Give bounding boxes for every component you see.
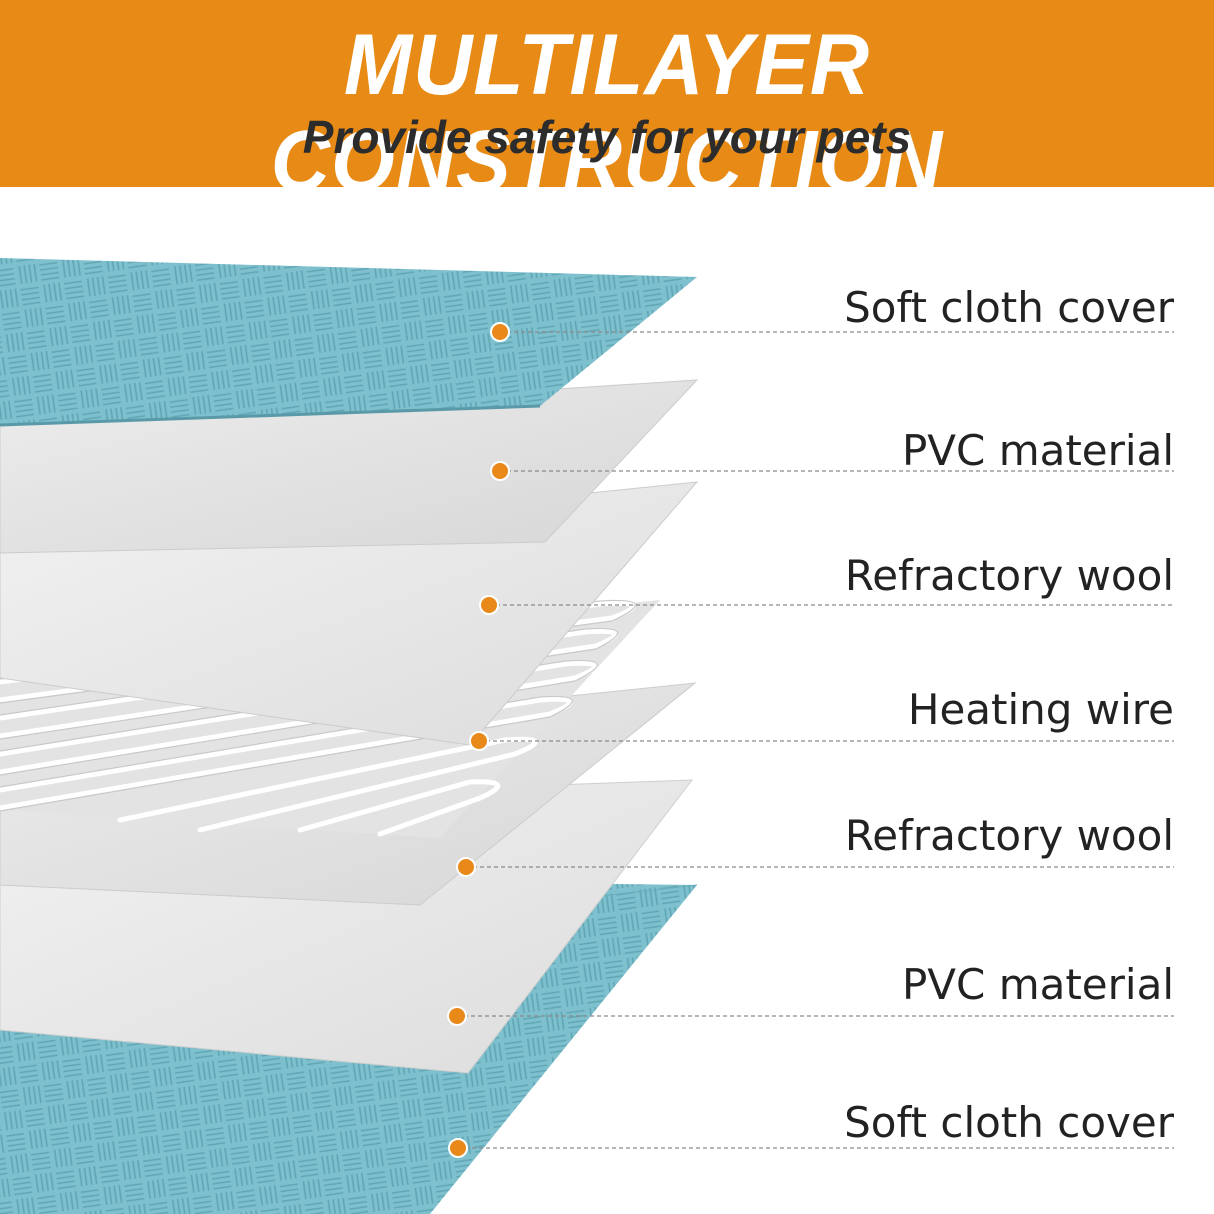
marker-dot-5 bbox=[456, 857, 476, 877]
label-soft-cloth-bottom: Soft cloth cover bbox=[844, 1098, 1174, 1147]
banner-subtitle: Provide safety for your pets bbox=[302, 111, 912, 163]
header-banner: MULTILAYER CONSTRUCTION Provide safety f… bbox=[0, 0, 1214, 210]
label-refractory-wool-top: Refractory wool bbox=[844, 551, 1174, 600]
marker-dot-4 bbox=[469, 731, 489, 751]
marker-dot-2 bbox=[490, 461, 510, 481]
marker-dot-6 bbox=[447, 1006, 467, 1026]
label-pvc-bottom: PVC material bbox=[901, 960, 1174, 1009]
layer-soft-cloth-top bbox=[0, 258, 697, 425]
banner-title: MULTILAYER CONSTRUCTION bbox=[270, 17, 944, 210]
marker-dot-7 bbox=[448, 1138, 468, 1158]
label-pvc-top: PVC material bbox=[901, 426, 1174, 475]
label-soft-cloth-top: Soft cloth cover bbox=[844, 283, 1174, 332]
marker-dot-1 bbox=[490, 322, 510, 342]
label-heating-wire: Heating wire bbox=[907, 685, 1174, 734]
marker-dot-3 bbox=[479, 595, 499, 615]
label-refractory-wool-bottom: Refractory wool bbox=[844, 811, 1174, 860]
